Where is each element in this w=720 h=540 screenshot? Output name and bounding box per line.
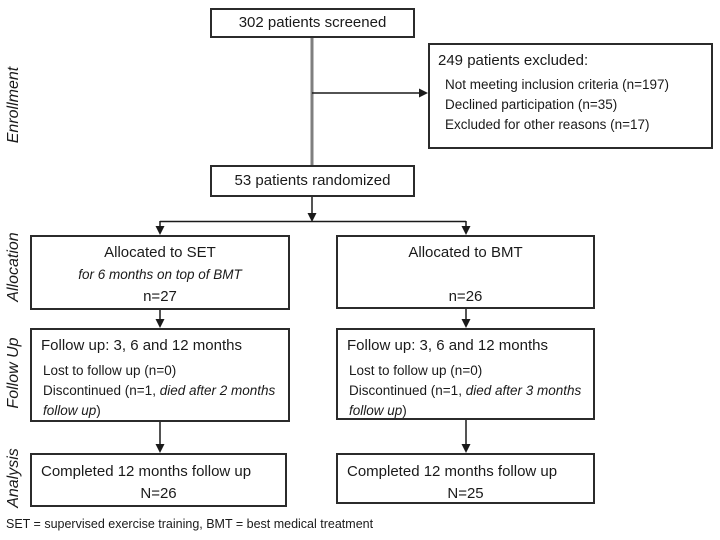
- excluded-item: Not meeting inclusion criteria (n=197): [445, 77, 669, 92]
- screened-text: 302 patients screened: [238, 14, 387, 31]
- arrowhead-split-left: [155, 226, 165, 235]
- allocation-bmt-title: Allocated to BMT: [408, 244, 523, 261]
- arrowhead-randomized-down: [307, 213, 317, 222]
- follow-up-set-title: Follow up: 3, 6 and 12 months: [41, 337, 242, 354]
- analysis-set-box: Completed 12 months follow up N=26: [30, 453, 287, 507]
- arrowhead-fu-an-left: [155, 444, 165, 453]
- allocation-set-subtitle: for 6 months on top of BMT: [78, 267, 242, 282]
- section-label-enrollment: Enrollment: [5, 66, 22, 144]
- analysis-set-n: N=26: [140, 485, 177, 502]
- allocation-bmt-subtitle: [338, 264, 593, 286]
- discontinued-prefix: Discontinued (n=1,: [349, 383, 466, 398]
- arrowhead-to-excluded: [419, 88, 428, 98]
- discontinued-reason: died after 3 months follow up: [349, 383, 582, 418]
- excluded-item: Excluded for other reasons (n=17): [445, 117, 650, 132]
- analysis-bmt-box: Completed 12 months follow up N=25: [336, 453, 595, 504]
- arrowhead-fu-an-right: [461, 444, 471, 453]
- analysis-bmt-n: N=25: [447, 485, 484, 502]
- abbreviation-footnote: SET = supervised exercise training, BMT …: [6, 517, 374, 531]
- discontinued-prefix: Discontinued (n=1,: [43, 383, 160, 398]
- arrowhead-alloc-fu-right: [461, 319, 471, 328]
- follow-up-set-box: Follow up: 3, 6 and 12 months Lost to fo…: [30, 328, 290, 422]
- allocation-set-n: n=27: [143, 288, 177, 305]
- follow-up-bmt-lost: Lost to follow up (n=0): [349, 363, 483, 378]
- analysis-bmt-title: Completed 12 months follow up: [347, 463, 558, 480]
- discontinued-suffix: ): [402, 403, 407, 418]
- discontinued-reason: died after 2 months follow up: [43, 383, 276, 418]
- follow-up-set-discontinued: Discontinued (n=1, died after 2 months f…: [41, 381, 279, 421]
- follow-up-bmt-discontinued: Discontinued (n=1, died after 3 months f…: [347, 381, 584, 421]
- follow-up-bmt-title: Follow up: 3, 6 and 12 months: [347, 337, 548, 354]
- allocation-bmt-box: Allocated to BMT n=26: [336, 235, 595, 309]
- arrowhead-alloc-fu-left: [155, 319, 165, 328]
- follow-up-set-lost: Lost to follow up (n=0): [43, 363, 177, 378]
- allocation-bmt-n: n=26: [448, 288, 483, 305]
- arrowhead-split-right: [461, 226, 471, 235]
- randomized-text: 53 patients randomized: [234, 172, 391, 189]
- randomized-box: 53 patients randomized: [210, 165, 415, 197]
- analysis-set-title: Completed 12 months follow up: [41, 463, 252, 480]
- excluded-item: Declined participation (n=35): [445, 97, 618, 112]
- follow-up-bmt-box: Follow up: 3, 6 and 12 months Lost to fo…: [336, 328, 595, 420]
- screened-box: 302 patients screened: [210, 8, 415, 38]
- allocation-set-box: Allocated to SET for 6 months on top of …: [30, 235, 290, 310]
- excluded-title: 249 patients excluded:: [438, 52, 589, 69]
- allocation-set-title: Allocated to SET: [104, 244, 216, 261]
- discontinued-suffix: ): [96, 403, 101, 418]
- excluded-box: 249 patients excluded: Not meeting inclu…: [428, 43, 713, 149]
